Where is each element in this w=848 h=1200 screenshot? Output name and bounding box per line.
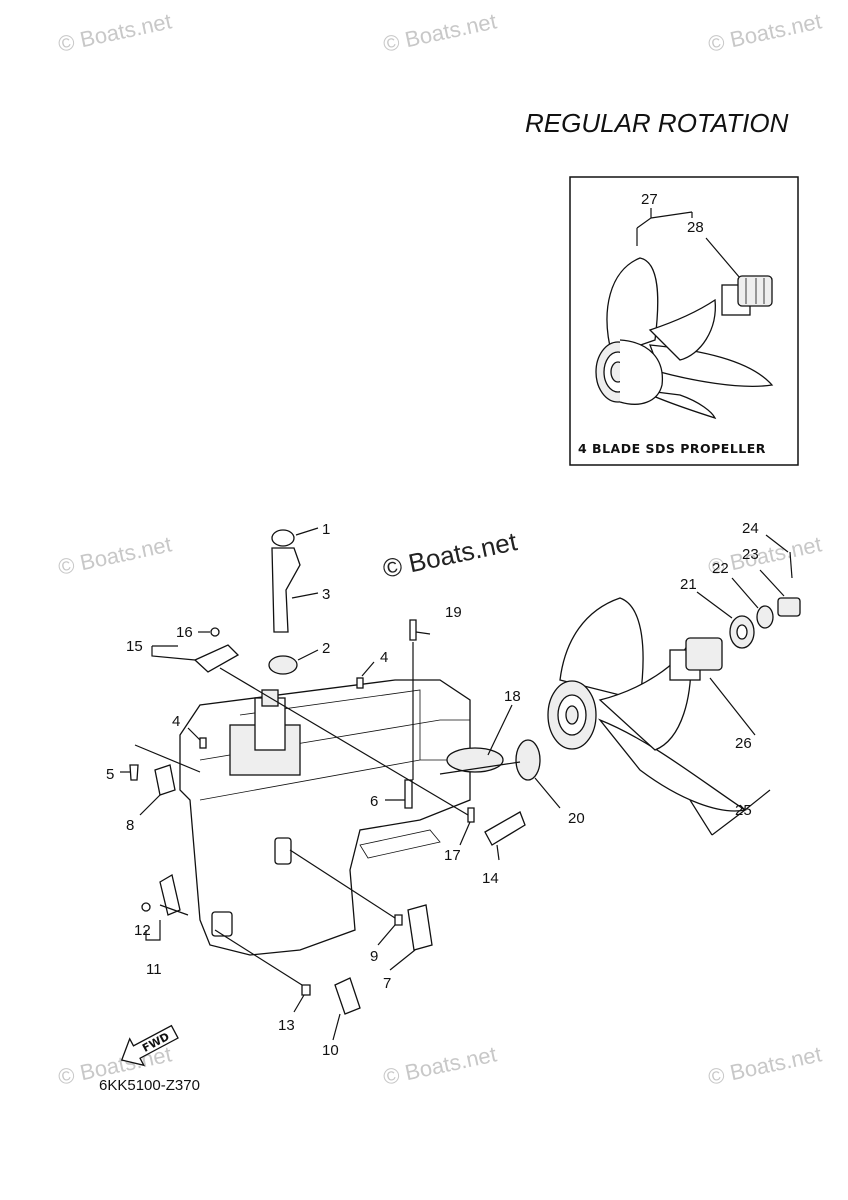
callout-25: 25 [735, 802, 752, 819]
callout-9: 9 [370, 948, 378, 965]
screw-13-icon [301, 984, 311, 996]
callout-26: 26 [735, 735, 752, 752]
callout-23: 23 [742, 546, 759, 563]
callout-1: 1 [322, 521, 330, 538]
callout-3: 3 [322, 586, 330, 603]
dowel-4b-icon [199, 737, 207, 749]
parts-cluster [129, 529, 541, 1015]
inset-caption: 4 BLADE SDS PROPELLER [578, 441, 766, 456]
bolt-5-icon [129, 764, 139, 781]
watermark-text: © Boats.net [56, 531, 174, 579]
screw-17-icon [467, 807, 475, 823]
bolt-16-icon [210, 627, 220, 637]
watermark-text: © Boats.net [706, 1041, 824, 1089]
callout-2: 2 [322, 640, 330, 657]
callout-19: 19 [445, 604, 462, 621]
callout-11: 11 [146, 961, 162, 978]
callout-13: 13 [278, 1017, 295, 1034]
dowel-4a-icon [356, 677, 364, 689]
callout-10: 10 [322, 1042, 339, 1059]
bolt-19-icon [409, 619, 417, 641]
callout-22: 22 [712, 560, 729, 577]
leader-lines [120, 527, 789, 1041]
callout-17: 17 [444, 847, 461, 864]
watermarks: © Boats.net © Boats.net © Boats.net © Bo… [56, 8, 824, 1089]
washer-22-icon [756, 605, 774, 629]
callout-14: 14 [482, 870, 499, 887]
callout-labels: 1 2 3 4 4 5 6 7 8 9 10 11 12 13 14 15 16… [106, 520, 759, 1059]
watermark-text: © Boats.net [56, 8, 174, 56]
cover-8-icon [154, 764, 176, 796]
callout-24: 24 [742, 520, 759, 537]
anode-14-icon [484, 811, 526, 846]
callout-12: 12 [134, 922, 151, 939]
callout-20: 20 [568, 810, 585, 827]
anode-7-icon [407, 904, 433, 951]
inset-box: 4 BLADE SDS PROPELLER 27 28 [569, 176, 799, 466]
callout-7: 7 [383, 975, 391, 992]
diagram-title: REGULAR ROTATION [525, 108, 789, 138]
anode-10-icon [334, 977, 361, 1015]
callout-8: 8 [126, 817, 134, 834]
cotter-pin-24-icon [789, 551, 793, 579]
seal-1-icon [271, 529, 295, 547]
callout-6: 6 [370, 793, 378, 810]
propeller-hardware [669, 551, 801, 681]
water-tube-3-icon [271, 547, 301, 633]
callout-4b: 4 [172, 713, 180, 730]
anode-11-icon [159, 873, 181, 916]
watermark-text: © Boats.net [381, 1041, 499, 1089]
callout-4a: 4 [380, 649, 388, 666]
propeller-3-blade-icon [547, 597, 747, 812]
propeller-4-blade-icon [595, 257, 774, 420]
watermark-main: © Boats.net [380, 526, 520, 584]
anode-15-icon [193, 644, 240, 673]
watermark-text: © Boats.net [381, 8, 499, 56]
callout-15: 15 [126, 638, 143, 655]
callout-5: 5 [106, 766, 114, 783]
callout-27: 27 [641, 191, 658, 208]
nut-23-icon [777, 597, 801, 617]
thrust-ring-20-icon [515, 739, 541, 781]
callout-28: 28 [687, 219, 704, 236]
bolt-12-icon [141, 902, 151, 912]
callout-18: 18 [504, 688, 521, 705]
bolt-6-icon [404, 779, 413, 809]
watermark-text: © Boats.net [706, 8, 824, 56]
grommet-2-icon [268, 655, 298, 675]
screw-9-icon [394, 914, 403, 926]
callout-16: 16 [176, 624, 193, 641]
spline-washer-28-icon [721, 275, 773, 316]
callout-21: 21 [680, 576, 697, 593]
diagram-code: 6KK5100-Z370 [99, 1077, 200, 1094]
